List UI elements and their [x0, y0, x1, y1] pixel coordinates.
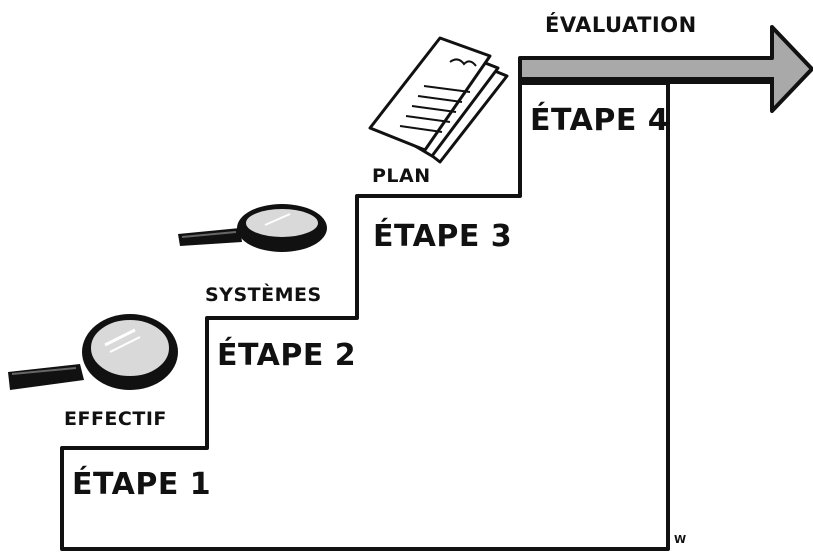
document-stack-icon	[368, 36, 509, 164]
step-4-label: ÉTAPE 4	[530, 103, 670, 138]
arrow-right-icon	[518, 25, 813, 113]
magnifying-glass-icon	[8, 314, 178, 390]
step-4-caption: ÉVALUATION	[545, 13, 697, 37]
step-3-label: ÉTAPE 3	[373, 219, 513, 254]
staircase-outline	[60, 81, 670, 551]
artist-signature: W	[674, 533, 687, 546]
magnifying-glass-icon-small	[178, 204, 327, 252]
step-1-label: ÉTAPE 1	[72, 467, 212, 502]
step-2-caption: SYSTÈMES	[205, 284, 322, 306]
step-3-caption: PLAN	[372, 165, 431, 187]
step-1-caption: EFFECTIF	[64, 408, 167, 430]
step-2-label: ÉTAPE 2	[217, 338, 357, 373]
